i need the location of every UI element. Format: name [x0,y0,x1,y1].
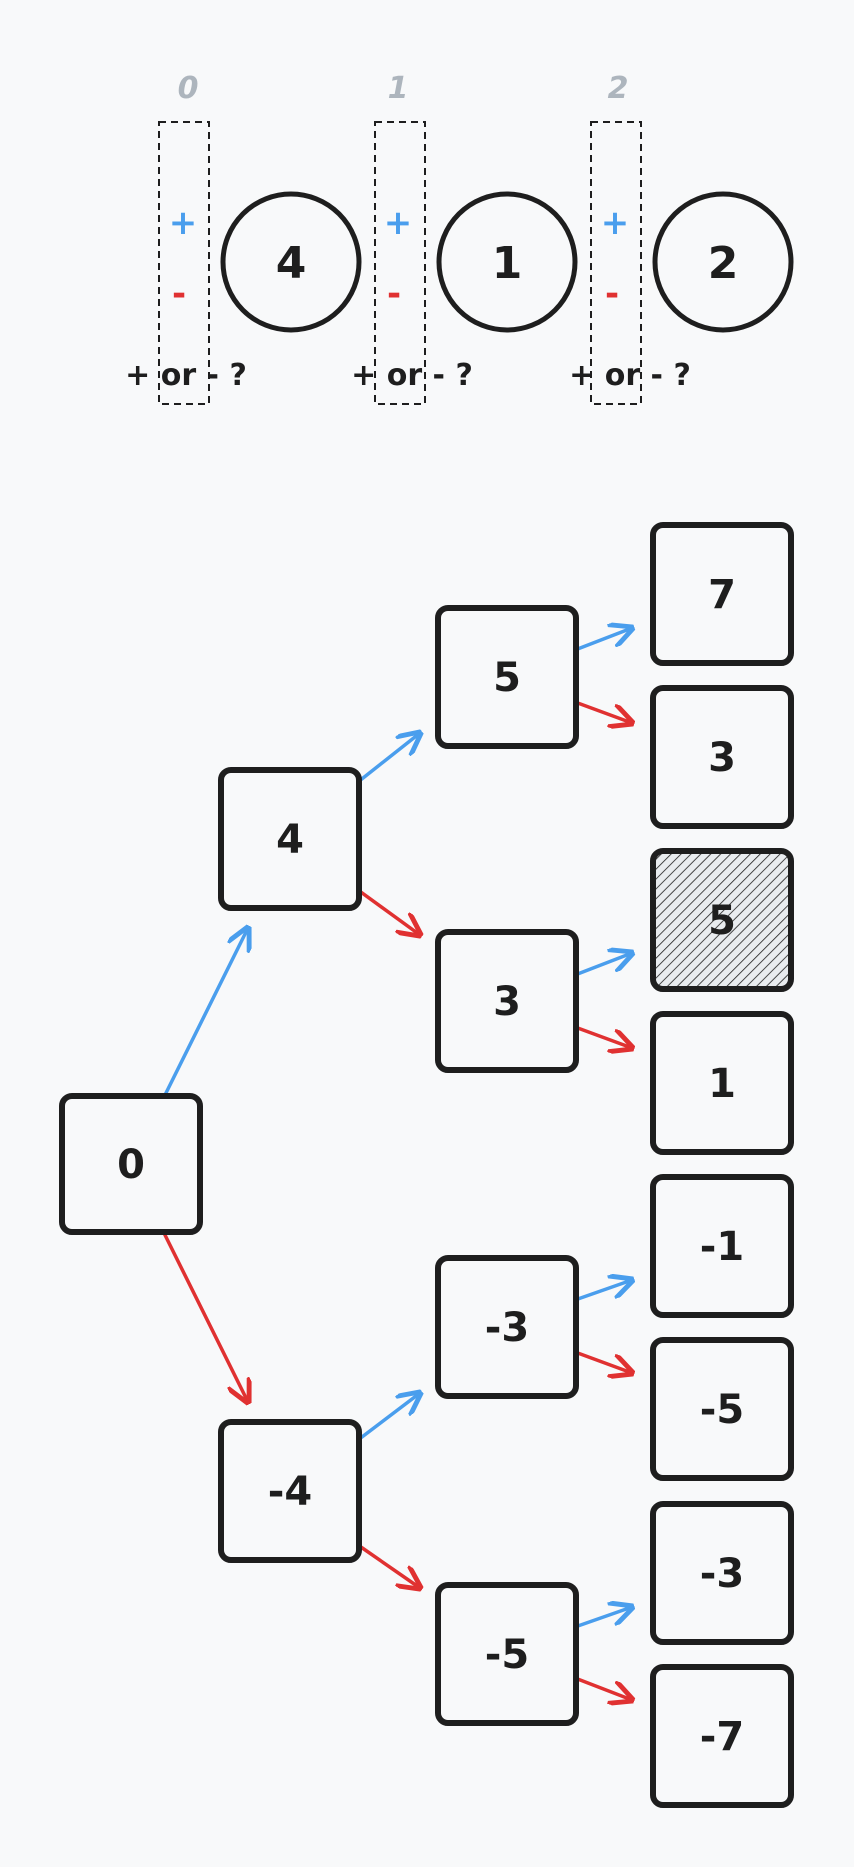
index-label: 1 [388,71,409,106]
number-item-0: 0 + - 4 + or - ? [125,71,362,405]
number-item-1: 1 + - 1 + or - ? [351,71,578,405]
tree-node-level2: -3 [435,1255,579,1399]
minus-edge [573,1025,632,1048]
tree-leaf: -3 [650,1501,794,1645]
plus-sign: + [384,203,413,243]
plus-edge [573,953,632,977]
node-value: -3 [485,1305,529,1351]
number-value: 1 [492,238,523,289]
number-value: 2 [708,238,739,289]
tree-edges [163,628,632,1700]
sign-question: + or - ? [569,358,691,393]
number-circle [652,191,794,333]
tree-leaf: -1 [650,1174,794,1318]
plus-edge [163,928,248,1097]
sign-slot[interactable] [374,121,426,405]
tree-leaf: 1 [650,1011,794,1155]
plus-edge [573,1607,632,1629]
minus-edge [573,1676,632,1700]
plus-edge [573,1280,632,1302]
node-value: 3 [493,979,521,1025]
tree-leaf: -7 [650,1664,794,1808]
plus-edge [356,1393,420,1442]
plus-sign: + [601,203,630,243]
tree-node-level2: -5 [435,1582,579,1726]
number-item-2: 2 + - 2 + or - ? [569,71,794,405]
tree-node-root: 0 [59,1093,203,1235]
node-value: 5 [493,655,521,701]
minus-edge [356,888,420,935]
minus-edge [573,1350,632,1373]
minus-sign: - [172,274,186,314]
number-row: 0 + - 4 + or - ? 1 + - 1 + or - ? 2 + - … [125,71,794,405]
node-value: 3 [708,735,736,781]
tree-leaf: 3 [650,685,794,829]
tree-leaf-highlighted: 5 [650,848,794,992]
node-value: -4 [268,1469,312,1515]
node-value: 0 [117,1142,145,1188]
tree-node-level1: -4 [218,1419,362,1563]
sign-slot[interactable] [158,121,210,405]
minus-edge [163,1233,248,1402]
index-label: 2 [608,71,629,106]
sign-question: + or - ? [351,358,473,393]
plus-sign: + [169,203,198,243]
node-value: -3 [700,1551,744,1597]
tree-leaf: 7 [650,522,794,666]
sign-slot[interactable] [590,121,642,405]
minus-sign: - [387,274,401,314]
plus-edge [356,733,420,784]
node-value: 1 [708,1061,736,1107]
tree-node-level2: 3 [435,929,579,1073]
node-value: 7 [708,572,736,618]
number-value: 4 [276,238,307,289]
tree-nodes: 0 4 -4 5 3 -3 -5 7 [59,522,794,1808]
node-value: -7 [700,1714,744,1760]
tree-node-level2: 5 [435,605,579,749]
node-value: -5 [700,1387,744,1433]
tree-leaf: -5 [650,1337,794,1481]
node-value: 4 [276,817,304,863]
plus-edge [573,628,632,652]
node-value: -1 [700,1224,744,1270]
minus-edge [573,700,632,723]
minus-sign: - [605,274,619,314]
minus-edge [356,1543,420,1588]
index-label: 0 [178,71,199,106]
node-value: -5 [485,1632,529,1678]
tree-node-level1: 4 [218,767,362,911]
number-circle [220,191,362,333]
number-circle [436,191,578,333]
node-value: 5 [708,898,736,944]
sign-question: + or - ? [125,358,247,393]
